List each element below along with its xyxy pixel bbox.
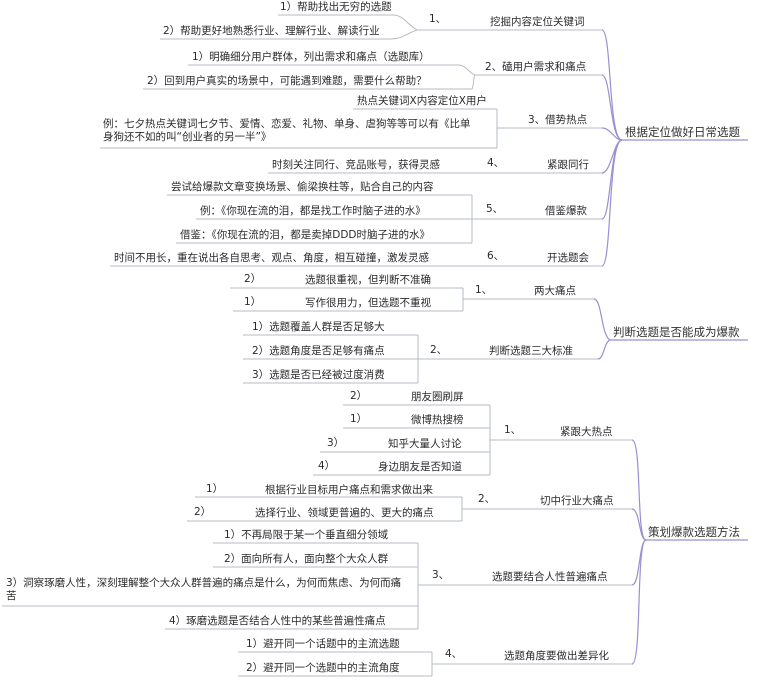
r3-b3-child-3[interactable]: 3）洞察琢磨人性，深刻理解整个大众人群普遍的痛点是什么，为何而焦虑、为何而痛苦: [6, 577, 402, 602]
connector: [392, 14, 418, 31]
r1-b1-label[interactable]: 挖掘内容定位关键词: [490, 16, 585, 28]
r1-b2-child-1[interactable]: 1）明确细分用户群体，列出需求和痛点（选题库）: [192, 51, 430, 63]
r1-b3-child-1[interactable]: 热点关键词X内容定位X用户: [357, 95, 487, 107]
r2-b2-child-3[interactable]: 3）选题是否已经被过度消费: [252, 369, 385, 381]
r3-b3-number: 3、: [432, 569, 450, 581]
r1-b3-child-2[interactable]: 例：七夕热点关键词七夕节、爱情、恋爱、礼物、单身、虐狗等等可以有《比单身狗还不如…: [103, 118, 471, 143]
root-connector: [597, 339, 611, 360]
r1-b2-child-2[interactable]: 2）回到用户真实的场景中，可能遇到难题，需要什么帮助？: [147, 75, 427, 87]
r3-b4-number: 4、: [445, 648, 463, 660]
r1-b2-label[interactable]: 2、磕用户需求和痛点: [485, 61, 587, 73]
r3-b3-child-2[interactable]: 2）面向所有人，面向整个大众人群: [224, 553, 389, 565]
r2-b2-child-2[interactable]: 2）选题角度是否足够有痛点: [252, 345, 385, 357]
r1-b5-child-3[interactable]: 借鉴：《你现在流的泪，都是卖掉DDD时脑子进的水》: [180, 229, 431, 241]
r2-b1-child-1-number: 2）: [244, 273, 262, 285]
r1-b6-child-1[interactable]: 时间不用长，重在说出各自思考、观点、角度，相互碰撞，激发灵感: [114, 252, 429, 264]
r1-b1-number: 1、: [429, 13, 447, 25]
r3-b1-child-1-number: 2）: [350, 390, 368, 402]
r3-b1-child-1[interactable]: 朋友圈刷屏: [411, 391, 464, 403]
root-topic-plan-viral[interactable]: 策划爆款选题方法: [648, 525, 740, 539]
root-connector: [601, 74, 623, 141]
r3-b1-label[interactable]: 紧跟大热点: [560, 426, 613, 438]
r3-b1-child-2-number: 1）: [350, 413, 368, 425]
r2-b2-child-1[interactable]: 1）选题覆盖人群是否足够大: [252, 321, 385, 333]
root-connector: [593, 298, 611, 341]
r1-b1-child-1[interactable]: 1）帮助找出无穷的选题: [280, 1, 392, 13]
r3-b4-child-2[interactable]: 2）避开同一个选题中的主流角度: [246, 662, 400, 674]
r1-b6-number: 6、: [487, 250, 505, 262]
root-connector: [601, 127, 623, 141]
root-connector: [631, 539, 647, 586]
r3-b2-child-2-number: 2）: [194, 506, 212, 518]
r1-b5-label[interactable]: 借鉴爆款: [545, 205, 587, 217]
r3-b4-child-1[interactable]: 1）避开同一个话题中的主流选题: [246, 638, 400, 650]
r1-b4-child-1[interactable]: 时刻关注同行、竞品账号，获得灵感: [272, 159, 440, 171]
r2-b1-label[interactable]: 两大痛点: [534, 285, 576, 297]
r3-b2-label[interactable]: 切中行业大痛点: [540, 495, 614, 507]
r3-b3-label[interactable]: 选题要结合人性普遍痛点: [492, 571, 608, 583]
r1-b5-child-2[interactable]: 例：《你现在流的泪，都是找工作时脑子进的水》: [200, 205, 426, 217]
r3-b1-child-3[interactable]: 知乎大量人讨论: [388, 438, 462, 450]
root-topic-judge-viral[interactable]: 判断选题是否能成为爆款: [613, 325, 740, 339]
r2-b1-child-1[interactable]: 选题很重视，但判断不准确: [305, 274, 431, 286]
root-connector: [631, 508, 647, 541]
r3-b2-number: 2、: [478, 493, 496, 505]
r3-b3-child-1[interactable]: 1）不再局限于某一个垂直细分领域: [224, 529, 389, 541]
r3-b1-child-2[interactable]: 微博热搜榜: [411, 414, 464, 426]
r1-b4-label[interactable]: 紧跟同行: [547, 159, 589, 171]
r1-b1-child-2[interactable]: 2）帮助更好地熟悉行业、理解行业、解读行业: [163, 25, 380, 37]
r1-b4-number: 4、: [487, 157, 505, 169]
r2-b1-child-2[interactable]: 写作很用力，但选题不重视: [305, 297, 431, 309]
r3-b2-child-2[interactable]: 选择行业、领域更普遍的、更大的痛点: [255, 507, 434, 519]
r2-b1-child-2-number: 1）: [244, 296, 262, 308]
r1-b5-number: 5、: [486, 203, 504, 215]
r3-b4-label[interactable]: 选题角度要做出差异化: [504, 650, 609, 662]
r1-b3-label[interactable]: 3、借势热点: [528, 114, 588, 126]
connector: [389, 29, 418, 40]
r3-b2-child-1-number: 1）: [206, 483, 224, 495]
root-connector: [631, 539, 647, 665]
root-connector: [601, 139, 623, 267]
r2-b2-label[interactable]: 判断选题三大标准: [489, 345, 573, 357]
r3-b1-number: 1、: [504, 424, 522, 436]
r3-b1-child-4-number: 4）: [318, 460, 336, 472]
r1-b6-label[interactable]: 开选题会: [547, 252, 589, 264]
root-connector: [601, 29, 623, 141]
connector: [457, 64, 476, 76]
r2-b2-number: 2、: [430, 344, 448, 356]
r3-b3-child-4[interactable]: 4）琢磨选题是否结合人性中的某些普遍性痛点: [169, 615, 386, 627]
r2-b1-number: 1、: [475, 284, 493, 296]
r3-b1-child-4[interactable]: 身边朋友是否知道: [378, 461, 462, 473]
connector: [471, 74, 476, 90]
r1-b5-child-1[interactable]: 尝试给爆款文章变换场景、偷梁换柱等，贴合自己的内容: [171, 181, 434, 193]
root-topic-daily-topics[interactable]: 根据定位做好日常选题: [625, 125, 740, 139]
r3-b2-child-1[interactable]: 根据行业目标用户痛点和需求做出来: [265, 484, 433, 496]
r3-b1-child-3-number: 3）: [327, 437, 345, 449]
